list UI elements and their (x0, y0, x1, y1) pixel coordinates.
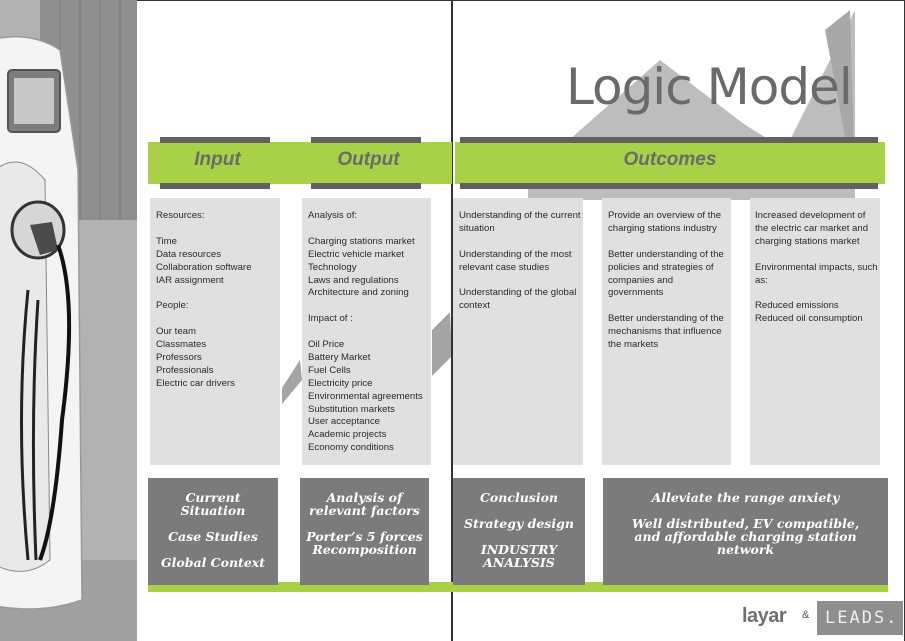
column-line: Laws and regulations (308, 274, 399, 286)
charging-station-photo (0, 0, 137, 641)
header-strip-top (160, 137, 270, 143)
column-line: Reduced oil consumption (755, 313, 863, 325)
spacer (608, 300, 728, 313)
output-column (302, 198, 431, 465)
spacer (308, 300, 432, 313)
summary-item: INDUSTRY ANALYSIS (480, 542, 558, 570)
summary-item: Well distributed, EV compatible, and aff… (631, 516, 860, 557)
ampersand: & (802, 609, 810, 621)
input-summary-box: Current Situation Case Studies Global Co… (148, 478, 278, 585)
column-line: Understanding of the most relevant case … (459, 248, 572, 273)
column-line: Economy conditions (308, 442, 394, 454)
column-line: Collaboration software (156, 261, 252, 273)
column-line: Better understanding of the mechanisms t… (608, 313, 724, 351)
header-strip-bottom (160, 183, 270, 189)
summary-item: Global Context (160, 555, 266, 570)
outcome-mid-term-column (602, 198, 731, 465)
column-line: Electric car drivers (156, 377, 235, 389)
spacer (308, 326, 432, 339)
column-line: Substitution markets (308, 403, 395, 415)
header-strip-top (460, 137, 878, 143)
column-line: Understanding of the current situation (459, 210, 581, 234)
column-line: Environmental impacts, such as: (755, 261, 878, 286)
outcome-long-term-column (750, 198, 880, 465)
column-line: Professionals (156, 364, 214, 376)
output-summary-box: Analysis of relevant factors Porter’s 5 … (300, 478, 429, 585)
spacer (459, 236, 581, 249)
column-line: Time (156, 235, 177, 247)
input-column (150, 198, 280, 465)
column-line: Resources: (156, 210, 205, 221)
column-line: Electric vehicle market (308, 248, 404, 260)
spacer (308, 223, 432, 236)
column-line: Understanding of the global context (459, 287, 577, 312)
charging-station-illustration (0, 0, 137, 641)
impact-summary-box: Alleviate the range anxiety Well distrib… (603, 478, 888, 585)
spacer (755, 287, 879, 300)
column-line: Reduced emissions (755, 300, 839, 312)
header-band-right (455, 142, 885, 184)
output-heading: Output (337, 149, 400, 170)
spacer (755, 249, 879, 262)
column-line: Professors (156, 351, 202, 363)
leads-logo: LEADS. (817, 601, 903, 635)
column-line: Analysis of: (308, 210, 358, 221)
header-strip-top (311, 137, 421, 143)
column-line: Data resources (156, 248, 222, 260)
footer-band (148, 582, 888, 592)
column-line: Fuel Cells (308, 364, 351, 376)
column-line: Battery Market (308, 351, 371, 363)
column-line: Architecture and zoning (308, 287, 409, 299)
summary-item: Current Situation (180, 490, 246, 518)
outcome-short-term-column (453, 198, 583, 465)
summary-item: Alleviate the range anxiety (651, 490, 840, 505)
outcome-long-term-text: Increased development of the electric ca… (755, 210, 879, 326)
column-line: IAR assignment (156, 274, 224, 286)
column-line: Environmental agreements (308, 390, 423, 402)
header-strip-bottom (311, 183, 421, 189)
center-divider (451, 0, 453, 641)
page-title: Logic Model (566, 58, 853, 116)
summary-item: Strategy design (464, 516, 574, 531)
outcome-mid-term-text: Provide an overview of the charging stat… (608, 210, 728, 352)
spacer (156, 313, 278, 326)
top-border (137, 0, 905, 1)
spacer (156, 223, 278, 236)
outcomes-heading: Outcomes (623, 149, 717, 170)
column-line: Our team (156, 326, 196, 338)
column-line: People: (156, 300, 189, 312)
layar-logo: layar (742, 605, 787, 627)
column-line: User acceptance (308, 416, 380, 428)
column-line: Academic projects (308, 429, 387, 441)
column-line: Electricity price (308, 377, 373, 389)
spacer (608, 236, 728, 249)
summary-item: Conclusion (479, 490, 559, 505)
column-line: Oil Price (308, 339, 345, 351)
column-line: Better understanding of the policies and… (608, 248, 724, 299)
column-line: Technology (308, 261, 357, 273)
column-line: Charging stations market (308, 235, 415, 247)
column-line: Impact of : (308, 313, 353, 325)
spacer (459, 275, 581, 288)
column-line: Classmates (156, 339, 207, 351)
column-line: Provide an overview of the charging stat… (608, 210, 722, 234)
outcome-summary-box: Conclusion Strategy design INDUSTRY ANAL… (453, 478, 585, 585)
summary-item: Analysis of relevant factors (309, 490, 420, 518)
header-band-left (148, 142, 452, 184)
spacer (156, 287, 278, 300)
input-heading: Input (194, 149, 241, 170)
column-line: Increased development of the electric ca… (755, 210, 869, 247)
summary-item: Case Studies (168, 529, 258, 544)
header-strip-bottom (460, 183, 878, 189)
summary-item: Porter’s 5 forces Recomposition (306, 529, 423, 557)
